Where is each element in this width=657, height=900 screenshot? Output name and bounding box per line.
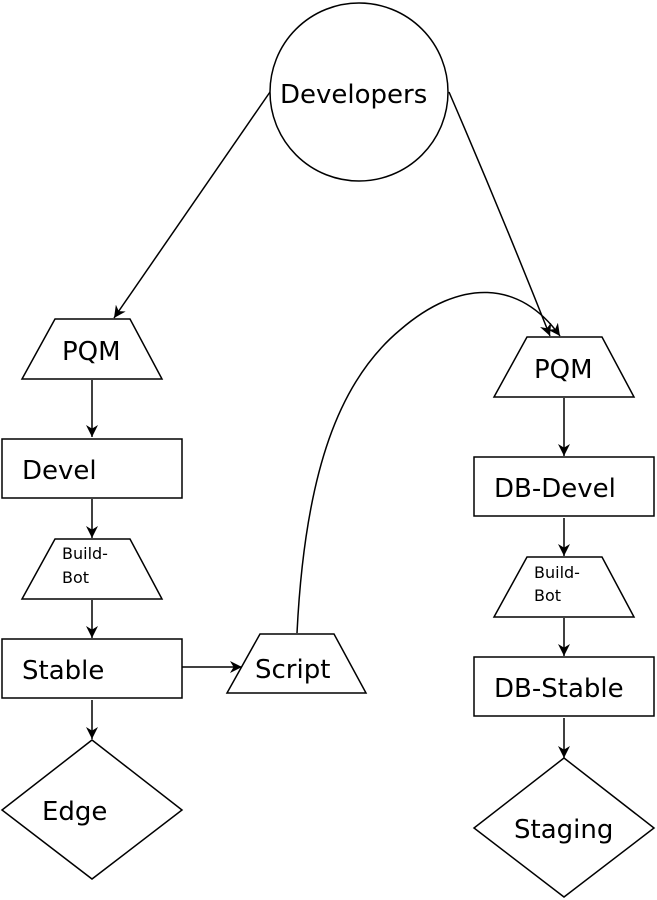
devel-label: Devel <box>22 456 97 486</box>
buildbot-right-label-line2: Bot <box>534 586 561 605</box>
edge-developers-to-pqm-left <box>113 91 271 319</box>
pqm-right-label: PQM <box>534 355 593 385</box>
node-db-stable: DB-Stable <box>473 656 655 717</box>
buildbot-right-label-line1: Build- <box>534 563 580 582</box>
node-buildbot-right: Build- Bot <box>492 556 636 618</box>
stable-label: Stable <box>22 656 104 686</box>
db-stable-label: DB-Stable <box>494 674 624 704</box>
developers-label: Developers <box>280 80 427 110</box>
buildbot-left-label-line2: Bot <box>62 568 89 587</box>
edge-label: Edge <box>42 797 107 827</box>
buildbot-left-label-line1: Build- <box>62 544 108 563</box>
node-db-devel: DB-Devel <box>473 456 655 517</box>
pqm-left-label: PQM <box>62 337 121 367</box>
node-staging: Staging <box>472 757 656 898</box>
node-edge: Edge <box>0 739 184 880</box>
node-buildbot-left: Build- Bot <box>20 538 164 600</box>
node-developers: Developers <box>269 2 449 182</box>
edge-script-to-pqm-right <box>296 291 561 634</box>
node-pqm-right: PQM <box>492 336 636 398</box>
node-stable: Stable <box>1 638 183 699</box>
edge-developers-to-pqm-right <box>448 91 552 337</box>
staging-label: Staging <box>514 815 613 845</box>
edges <box>86 91 570 758</box>
node-script: Script <box>225 633 368 694</box>
db-devel-label: DB-Devel <box>494 474 616 504</box>
script-label: Script <box>255 655 330 685</box>
node-devel: Devel <box>1 438 183 499</box>
node-pqm-left: PQM <box>20 318 164 380</box>
